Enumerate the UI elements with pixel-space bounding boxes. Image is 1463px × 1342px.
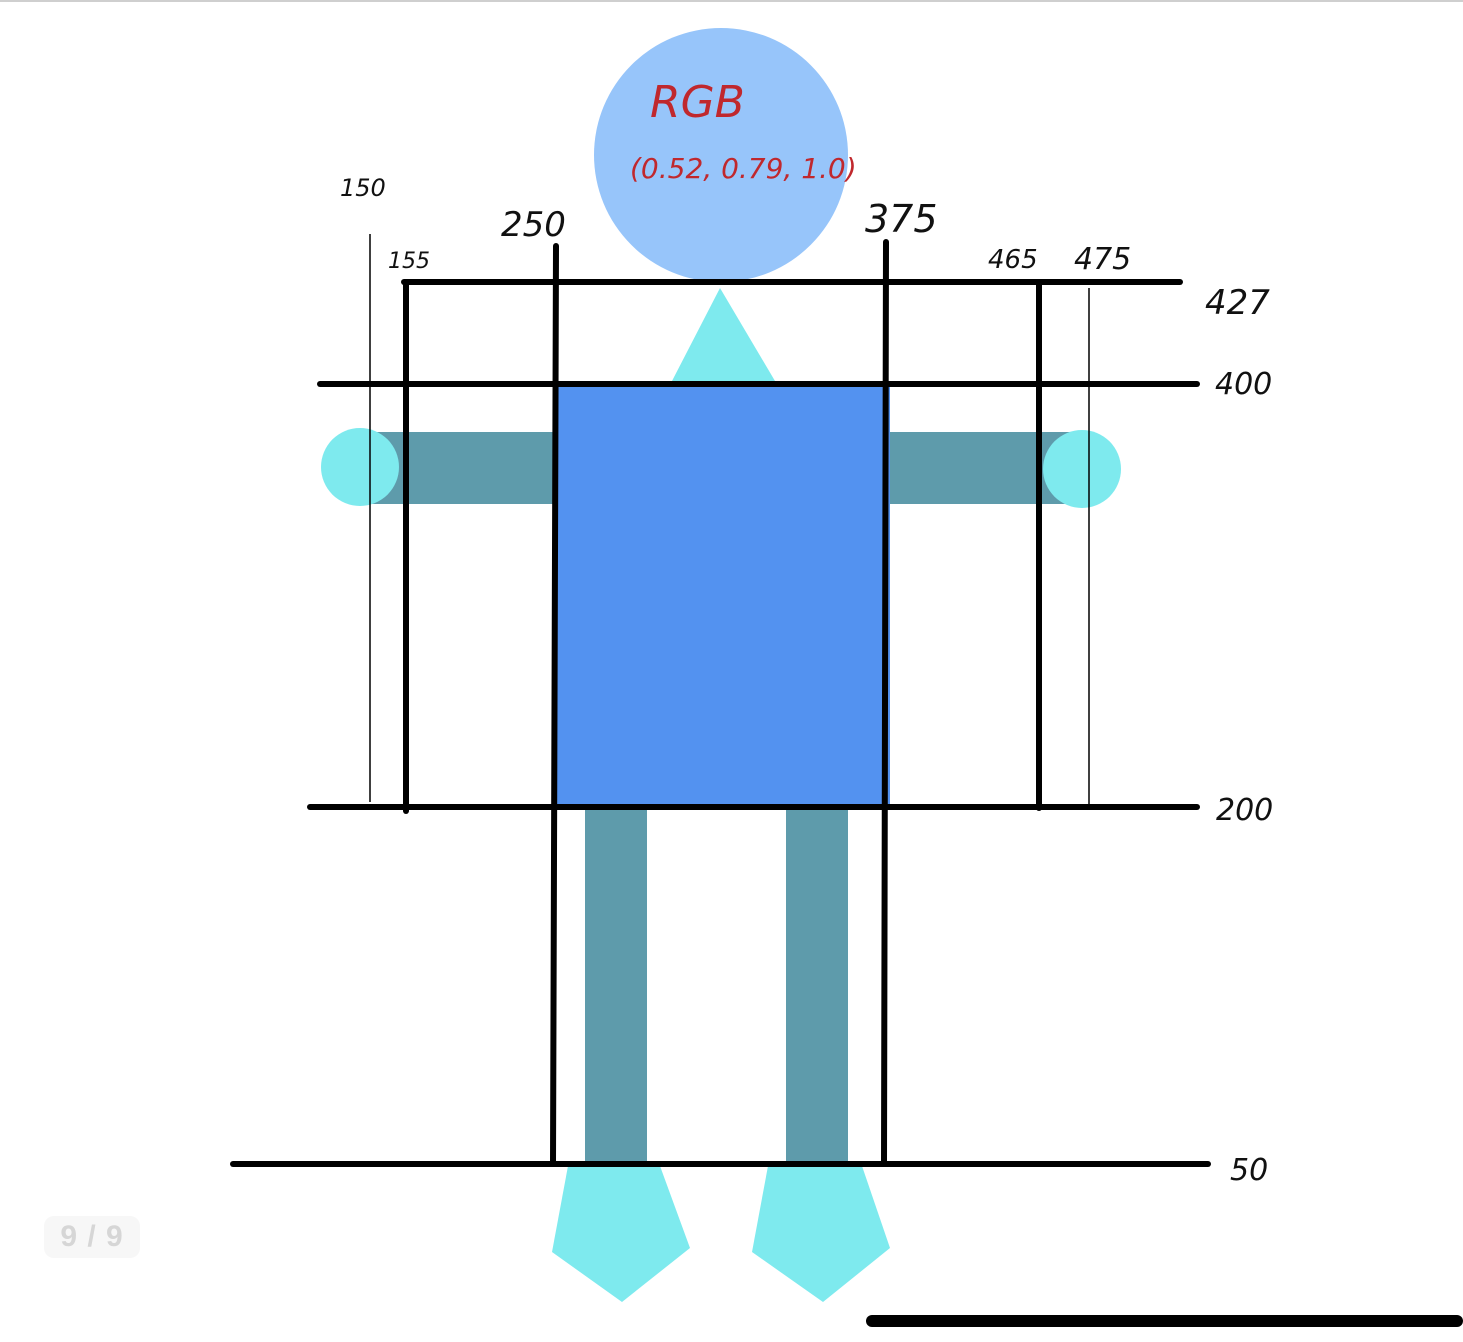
y-label-200: 200 — [1216, 793, 1273, 828]
x-label-250: 250 — [501, 205, 566, 245]
y-label-427: 427 — [1205, 283, 1270, 323]
y-label-400: 400 — [1215, 367, 1272, 402]
robot-left-hand — [321, 428, 399, 506]
x-label-155: 155 — [388, 249, 430, 274]
x-label-150: 150 — [340, 174, 386, 202]
robot-right-foot — [752, 1166, 890, 1302]
grid-line-x375 — [881, 239, 889, 1167]
robot-torso — [553, 384, 890, 807]
robot-left-leg — [585, 807, 647, 1169]
robot-left-foot — [552, 1166, 690, 1302]
rgb-label: RGB — [650, 77, 745, 128]
home-indicator-bar[interactable] — [866, 1315, 1463, 1327]
top-border — [0, 0, 1463, 2]
rgb-value-label: (0.52, 0.79, 1.0) — [630, 152, 857, 185]
y-label-50: 50 — [1230, 1153, 1268, 1188]
robot-head — [594, 28, 848, 282]
x-label-475: 475 — [1074, 242, 1131, 277]
grid-line-x250 — [550, 243, 559, 1167]
x-label-465: 465 — [988, 245, 1038, 275]
robot-right-hand — [1043, 430, 1121, 508]
robot-neck — [672, 288, 775, 381]
page-indicator: 9 / 9 — [44, 1216, 140, 1258]
robot-right-leg — [786, 807, 848, 1169]
x-label-375: 375 — [865, 197, 938, 241]
